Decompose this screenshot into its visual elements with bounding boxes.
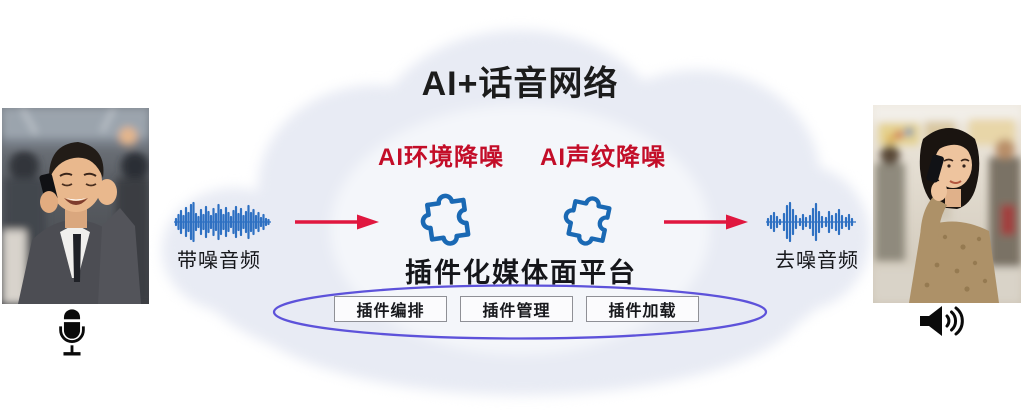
feature-env-denoise-label: AI环境降噪 <box>378 144 504 171</box>
cloud-lobe <box>745 196 865 291</box>
denoised-waveform-icon <box>766 201 856 243</box>
output-audio-caption: 去噪音频 <box>775 250 859 272</box>
photo-man-subway <box>2 108 149 304</box>
speaker-icon <box>920 306 964 336</box>
feature-voiceprint-denoise-label: AI声纹降噪 <box>540 144 666 171</box>
plugin-module-buttons: 插件编排 插件管理 插件加载 <box>334 296 699 322</box>
plugin-orchestration-button[interactable]: 插件编排 <box>334 296 447 322</box>
diagram-title: AI+话音网络 <box>421 65 619 103</box>
platform-title: 插件化媒体面平台 <box>405 258 637 288</box>
noisy-waveform-icon <box>174 201 271 243</box>
feature-labels: AI环境降噪 AI声纹降噪 <box>378 137 666 172</box>
microphone-icon <box>59 309 85 356</box>
arrow-right-icon <box>664 214 748 230</box>
arrow-right-icon <box>295 214 379 230</box>
plugin-loading-button[interactable]: 插件加载 <box>586 296 699 322</box>
platform-ellipse <box>272 284 768 340</box>
puzzle-piece-icon <box>420 193 471 246</box>
input-audio-caption: 带噪音频 <box>177 250 261 272</box>
plugin-management-button[interactable]: 插件管理 <box>460 296 573 322</box>
photo-woman-mall <box>873 105 1021 303</box>
puzzle-piece-icon <box>563 196 612 246</box>
